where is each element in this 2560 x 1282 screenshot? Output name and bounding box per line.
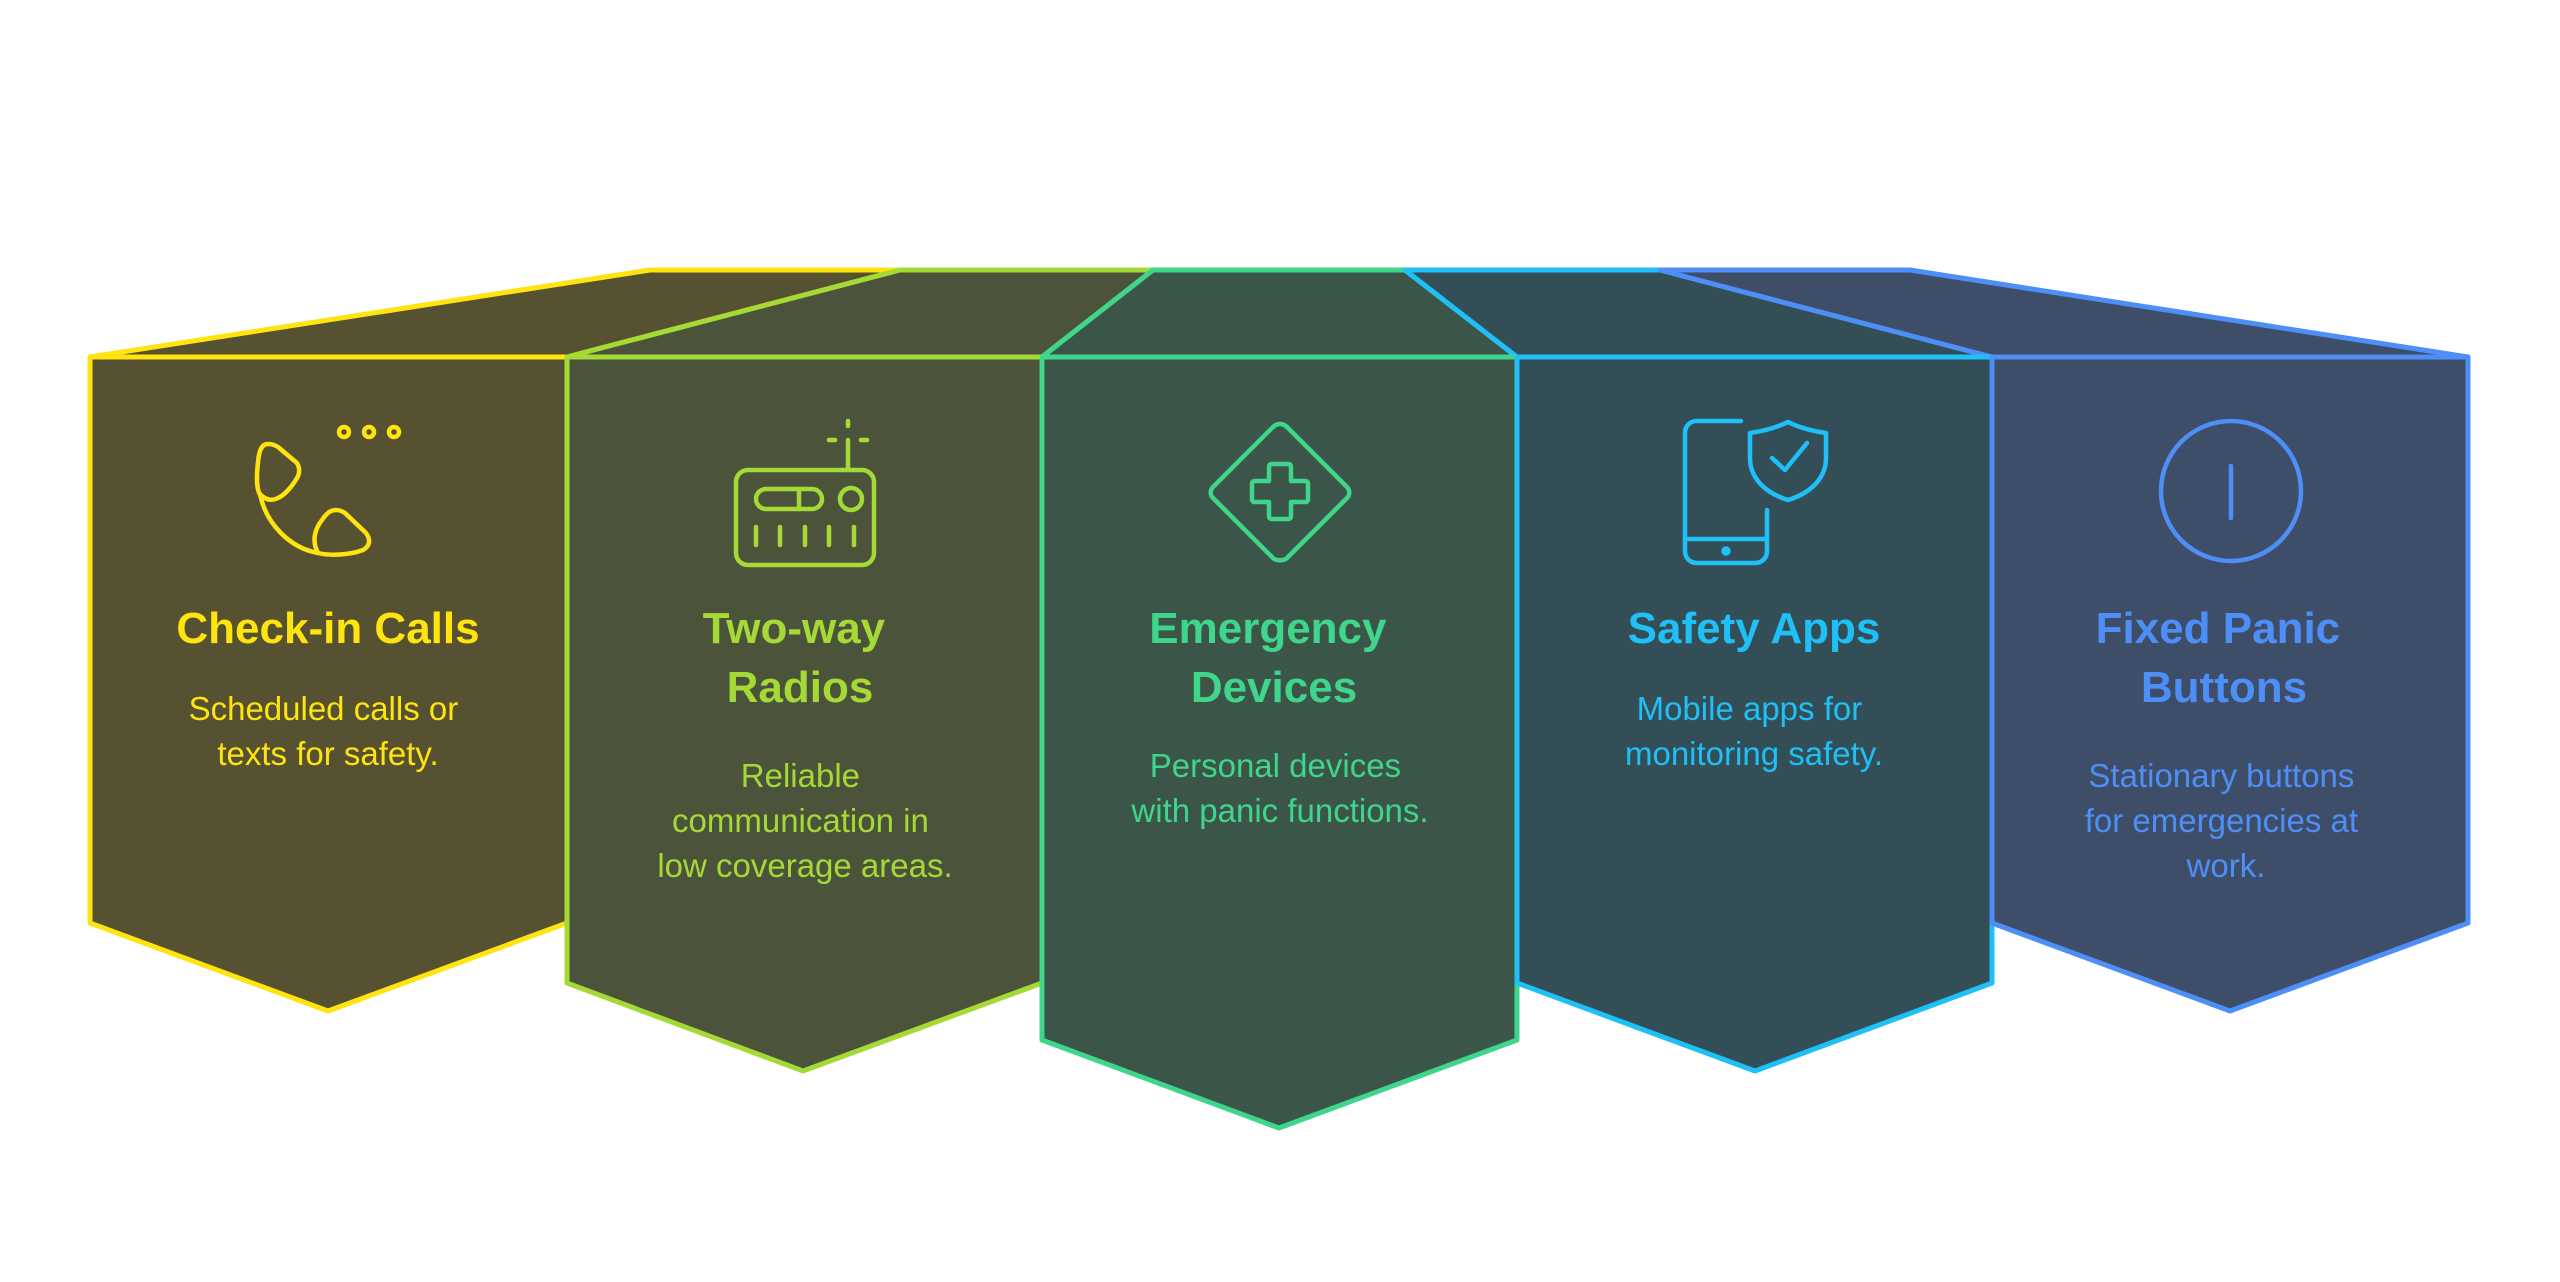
panel-title-check-in-calls: Check-in Calls bbox=[176, 604, 479, 653]
panel-title-emergency-devices: Emergency Devices bbox=[1149, 604, 1398, 712]
medical-diamond-icon bbox=[1208, 421, 1352, 563]
top-faces bbox=[87, 267, 2471, 360]
panel-front-check-in-calls[interactable] bbox=[87, 354, 570, 1014]
panel-front-safety-apps[interactable] bbox=[1514, 354, 1995, 1074]
panel-title-two-way-radios: Two-way Radios bbox=[703, 604, 898, 712]
front-faces bbox=[87, 354, 2471, 1131]
panel-desc-check-in-calls: Scheduled calls or texts for safety. bbox=[189, 690, 468, 772]
panel-title-fixed-panic-buttons: Fixed Panic Buttons bbox=[2096, 604, 2353, 712]
panel-front-emergency-devices[interactable] bbox=[1039, 354, 1520, 1131]
phone-call-dots-icon bbox=[254, 424, 402, 557]
panel-front-fixed-panic-buttons[interactable] bbox=[1989, 354, 2471, 1014]
radio-icon bbox=[733, 418, 877, 568]
panel-desc-safety-apps: Mobile apps for monitoring safety. bbox=[1625, 690, 1883, 772]
panel-texts: Check-in Calls Scheduled calls or texts … bbox=[176, 604, 2367, 884]
power-button-icon bbox=[2158, 418, 2304, 564]
panel-desc-fixed-panic-buttons: Stationary buttons for emergencies at wo… bbox=[2085, 757, 2367, 884]
panel-front-two-way-radios[interactable] bbox=[564, 354, 1045, 1074]
panel-desc-two-way-radios: Reliable communication in low coverage a… bbox=[657, 757, 952, 884]
panel-desc-emergency-devices: Personal devices with panic functions. bbox=[1130, 747, 1428, 829]
phone-shield-check-icon bbox=[1682, 418, 1829, 566]
panel-title-safety-apps: Safety Apps bbox=[1628, 604, 1881, 653]
